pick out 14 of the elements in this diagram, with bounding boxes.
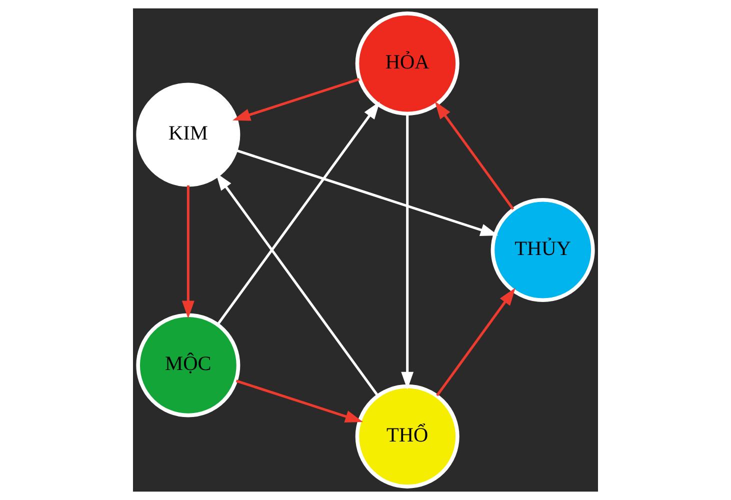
arrow [232,78,360,121]
node-circle: KIM [136,82,240,187]
arrow [436,288,516,396]
node-circle: THỔ [355,384,460,488]
arrow [401,114,414,390]
node-circle: MỘC [136,313,240,418]
arrow [182,185,194,319]
arrow [434,101,514,210]
node-circle: THỦY [490,198,595,302]
arrow [216,172,379,396]
arrow [236,149,498,236]
node-circle: HỎA [355,12,460,116]
arrow [216,101,380,326]
arrow [236,380,364,422]
